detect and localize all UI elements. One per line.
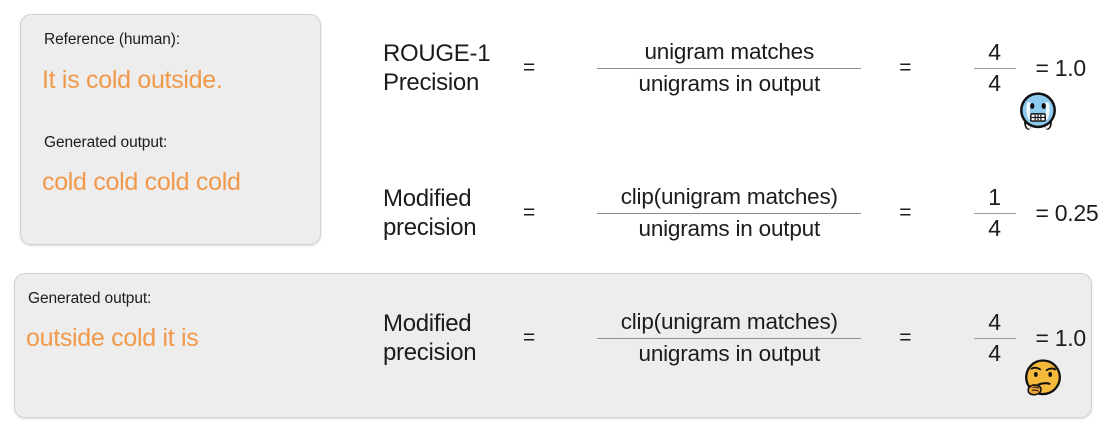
equals-sign-1: =	[523, 326, 536, 350]
generated-output-label-1: Generated output:	[44, 134, 168, 151]
value-fraction: 4 4	[973, 309, 1016, 367]
generated-output-sentence-2: outside cold it is	[26, 324, 199, 352]
fraction-numerator: unigram matches	[644, 39, 815, 64]
equation-label-line2: precision	[383, 339, 477, 367]
value-fraction-bar	[973, 337, 1016, 339]
equation-result: = 1.0	[1035, 54, 1087, 81]
fraction-denominator: unigrams in output	[638, 70, 821, 96]
value-numerator: 4	[988, 39, 1001, 66]
fraction-bar	[597, 337, 862, 339]
fraction-bar	[597, 212, 862, 214]
equals-sign-1: =	[523, 56, 536, 80]
equation-row-modified-precision-repeated: Modified precision = clip(unigram matche…	[383, 183, 1099, 244]
equation-label-line1: Modified	[383, 310, 472, 338]
equation-label-line2: Precision	[383, 69, 480, 97]
reference-example-card	[20, 14, 321, 245]
equals-sign-1: =	[523, 201, 536, 225]
equals-sign-2: =	[899, 56, 912, 80]
fraction-bar	[597, 67, 862, 69]
equation-row-modified-precision-reordered: Modified precision = clip(unigram matche…	[383, 308, 1086, 369]
value-numerator: 4	[988, 309, 1001, 336]
generated-output-sentence-1: cold cold cold cold	[42, 168, 241, 196]
formula-fraction: clip(unigram matches) unigrams in output	[597, 308, 862, 369]
reference-sentence: It is cold outside.	[42, 66, 223, 94]
equals-sign-2: =	[899, 326, 912, 350]
value-denominator: 4	[988, 214, 1001, 241]
thinking-face-icon	[1020, 355, 1066, 401]
equation-result: = 1.0	[1035, 324, 1087, 351]
second-example-card	[14, 273, 1092, 418]
formula-fraction: clip(unigram matches) unigrams in output	[597, 183, 862, 244]
value-fraction-bar	[973, 67, 1016, 69]
equation-result: = 0.25	[1035, 199, 1099, 226]
fraction-numerator: clip(unigram matches)	[620, 184, 838, 209]
fraction-numerator: clip(unigram matches)	[620, 309, 838, 334]
reference-label: Reference (human):	[44, 31, 181, 48]
equation-label-line1: Modified	[383, 185, 472, 213]
cold-face-icon	[1015, 88, 1061, 134]
equation-label-line1: ROUGE-1	[383, 40, 491, 68]
fraction-denominator: unigrams in output	[638, 215, 821, 241]
fraction-denominator: unigrams in output	[638, 340, 821, 366]
value-numerator: 1	[988, 184, 1001, 211]
equation-row-rouge1-precision: ROUGE-1 Precision = unigram matches unig…	[383, 38, 1086, 99]
equation-label: Modified precision	[383, 309, 509, 368]
equation-label: ROUGE-1 Precision	[383, 39, 509, 98]
formula-fraction: unigram matches unigrams in output	[597, 38, 862, 99]
equation-label-line2: precision	[383, 214, 477, 242]
value-fraction-bar	[973, 212, 1016, 214]
value-denominator: 4	[988, 339, 1001, 366]
equation-label: Modified precision	[383, 184, 509, 243]
value-fraction: 4 4	[973, 39, 1016, 97]
value-fraction: 1 4	[973, 184, 1016, 242]
generated-output-label-2: Generated output:	[28, 290, 152, 307]
equals-sign-2: =	[899, 201, 912, 225]
value-denominator: 4	[988, 69, 1001, 96]
